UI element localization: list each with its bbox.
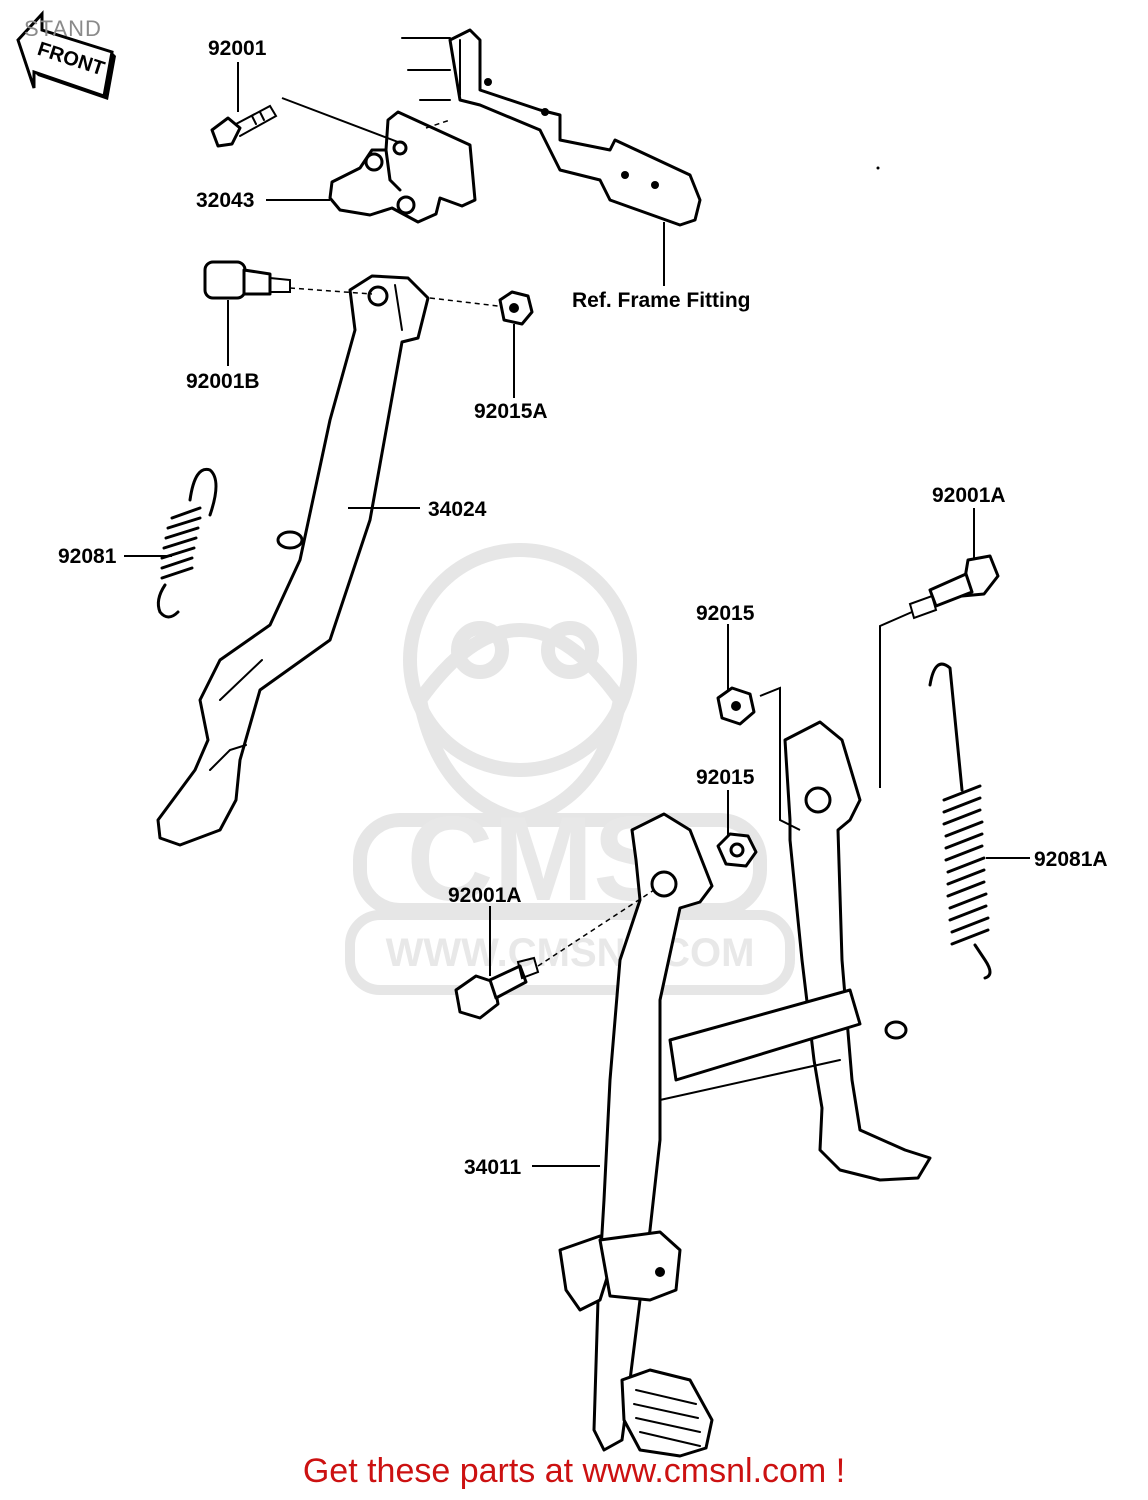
- label-34011: 34011: [464, 1156, 522, 1179]
- bolt-92001b: [203, 260, 291, 300]
- callout-leaders: [124, 62, 1030, 1167]
- label-92001b: 92001B: [186, 370, 260, 393]
- speck: [876, 166, 880, 170]
- bolt-92001a-right: [908, 554, 1000, 620]
- frame-fitting: [401, 28, 702, 227]
- label-92001: 92001: [208, 37, 267, 60]
- promo-link[interactable]: Get these parts at www.cmsnl.com !: [302, 1452, 846, 1490]
- bolt-92001: [210, 104, 278, 148]
- watermark-url: WWW.CMSNL.COM: [386, 931, 755, 975]
- nut-92015-lower: [716, 832, 758, 868]
- watermark-letters: CMS: [407, 792, 674, 926]
- label-92015-upper: 92015: [696, 602, 755, 625]
- cmsnl-watermark: CMS WWW.CMSNL.COM: [345, 543, 795, 995]
- spring-92081: [156, 467, 218, 619]
- side-stand-34024: [156, 274, 430, 847]
- label-92081a: 92081A: [1034, 848, 1108, 871]
- label-92001a-right: 92001A: [932, 484, 1006, 507]
- nut-92015a: [498, 290, 534, 326]
- callout-labels: 92001 32043 Ref. Frame Fitting 92001B 92…: [58, 37, 1108, 1179]
- label-34024: 34024: [428, 498, 487, 521]
- label-92081: 92081: [58, 545, 117, 568]
- bracket-32043: [328, 110, 477, 224]
- page-title: STAND: [24, 16, 102, 41]
- label-92015-lower: 92015: [696, 766, 755, 789]
- nut-92015-upper: [716, 686, 756, 726]
- label-ref-frame-fitting: Ref. Frame Fitting: [572, 289, 751, 312]
- center-stand-34011: [558, 720, 932, 1458]
- label-92015a: 92015A: [474, 400, 548, 423]
- label-32043: 32043: [196, 189, 254, 212]
- spring-92081a: [928, 662, 992, 980]
- assembly-guides: [281, 97, 913, 967]
- bolt-92001a-left: [454, 956, 540, 1020]
- label-92001a-left: 92001A: [448, 884, 522, 907]
